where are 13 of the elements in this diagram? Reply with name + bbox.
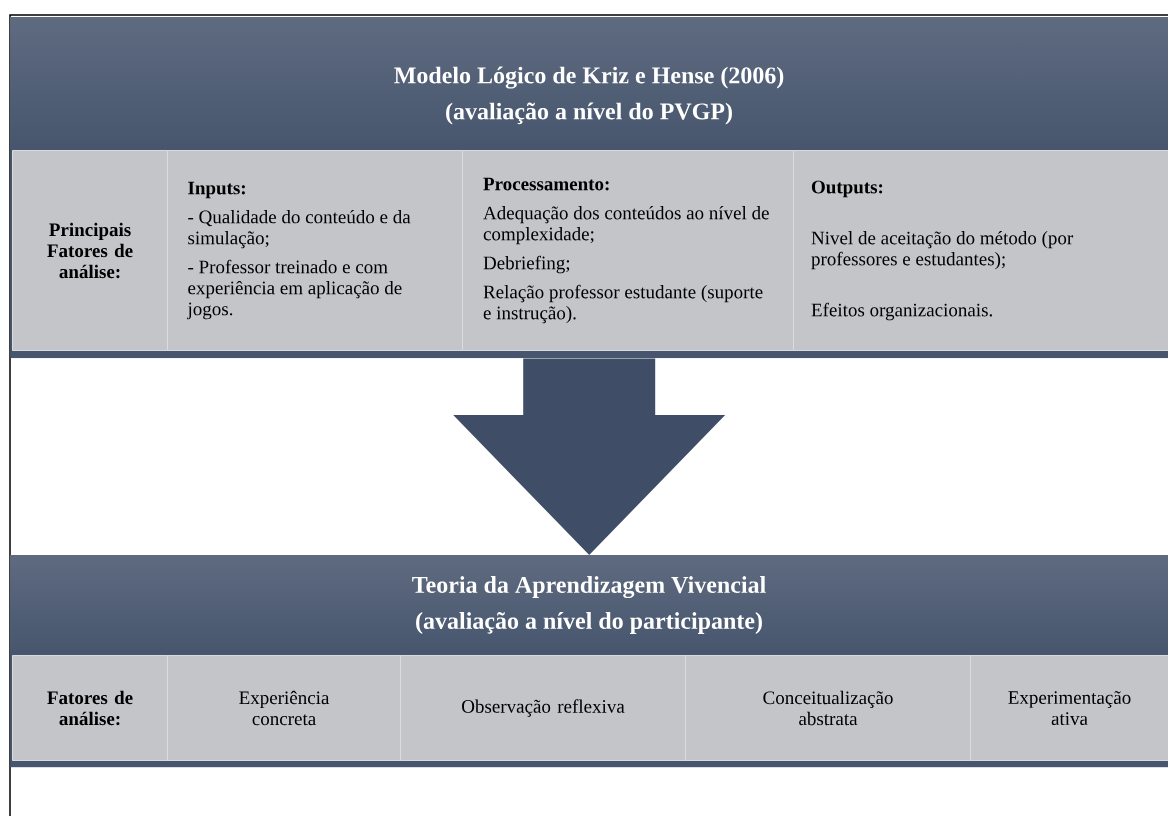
table-cell: Outputs: Nivel de aceitação do método (por professores e estudantes); Efeitos organizacionais. (793, 150, 1168, 351)
table-cell: Processamento: Adequação dos conteúdos ao nível de complexidade; Debriefing; Relação professor estudante (suporte e instrução). (462, 150, 794, 351)
block-arrow (453, 358, 726, 555)
table-cell: Principais Fatores de análise: (12, 150, 168, 351)
panel-title: Modelo Lógico de Kriz e Hense (2006) (avaliação a nível do PVGP) (394, 66, 784, 125)
table-cell: Experimentação ativa (970, 655, 1168, 761)
node-label: Experimentação ativa (1008, 691, 1131, 725)
table-cell: Fatores de análise: (12, 655, 168, 761)
panel-title: Teoria da Aprendizagem Vivencial (avaliação a nível do participante) (412, 576, 766, 634)
table-cell: Conceitualização abstrata (685, 655, 971, 761)
table-cell: Observação reflexiva (400, 655, 686, 761)
table-cell: Experiência concreta (167, 655, 401, 761)
table-cell: Inputs: - Qualidade do conteúdo e da simulação; - Professor treinado e com experiência em aplicação de jogos. (167, 150, 463, 351)
